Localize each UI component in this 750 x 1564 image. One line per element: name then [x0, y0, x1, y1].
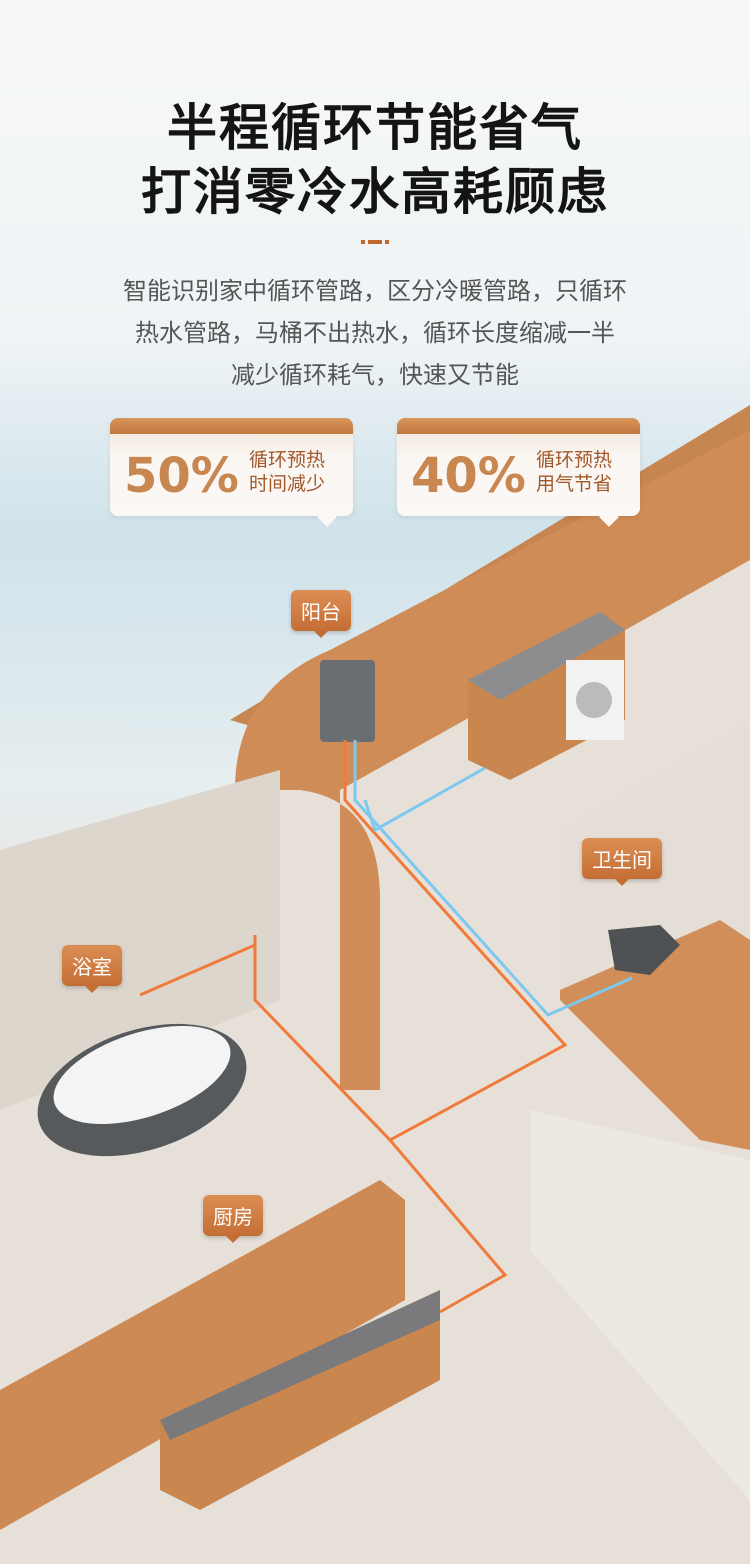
stat-badge-gas: 40% 循环预热用气节省 — [397, 418, 640, 527]
title-line-2: 打消零冷水高耗顾虑 — [141, 163, 609, 221]
title-line-1: 半程循环节能省气 — [167, 99, 583, 157]
water-heater — [320, 660, 375, 742]
cold-water-pipe — [353, 740, 633, 1017]
partition-wall — [530, 1110, 750, 1500]
stat-label: 循环预热用气节省 — [536, 448, 612, 496]
badge-band — [110, 418, 353, 434]
stat-value: 40% — [411, 448, 526, 504]
description-line: 减少循环耗气，快速又节能 — [231, 361, 519, 389]
badge-band — [397, 418, 640, 434]
toilet — [608, 925, 680, 975]
kitchen-wall — [0, 1180, 405, 1530]
cabinet-top — [468, 612, 625, 700]
kitchen-countertop — [160, 1290, 440, 1440]
room-tag-bathroom: 浴室 — [62, 945, 122, 993]
description-line: 智能识别家中循环管路，区分冷暖管路，只循环 — [123, 277, 627, 305]
hot-water-pipe-bath — [253, 935, 392, 1142]
stat-value: 50% — [124, 448, 239, 504]
room-tag-balcony: 阳台 — [291, 590, 351, 638]
stat-label-line: 用气节省 — [536, 473, 613, 495]
room-tag-toilet: 卫生间 — [582, 838, 662, 886]
stat-label-line: 时间减少 — [249, 473, 326, 495]
hot-water-pipe-shower — [139, 943, 256, 997]
washer-door — [576, 682, 612, 718]
bathtub-inner — [53, 1025, 231, 1125]
description: 智能识别家中循环管路，区分冷暖管路，只循环 热水管路，马桶不出热水，循环长度缩减… — [0, 270, 750, 396]
cold-water-pipe-washer — [363, 766, 486, 833]
bathroom-wall — [0, 770, 280, 1110]
description-line: 热水管路，马桶不出热水，循环长度缩减一半 — [135, 319, 615, 347]
stat-label-line: 循环预热 — [249, 449, 326, 471]
title-divider — [361, 240, 389, 244]
room-tag-kitchen: 厨房 — [203, 1195, 263, 1243]
toilet-floor — [560, 920, 750, 1150]
hot-water-pipe — [343, 740, 568, 1314]
balcony-wall — [235, 430, 750, 1090]
stat-badge-time: 50% 循环预热时间减少 — [110, 418, 353, 527]
stat-label-line: 循环预热 — [536, 449, 613, 471]
stat-label: 循环预热时间减少 — [249, 448, 325, 496]
